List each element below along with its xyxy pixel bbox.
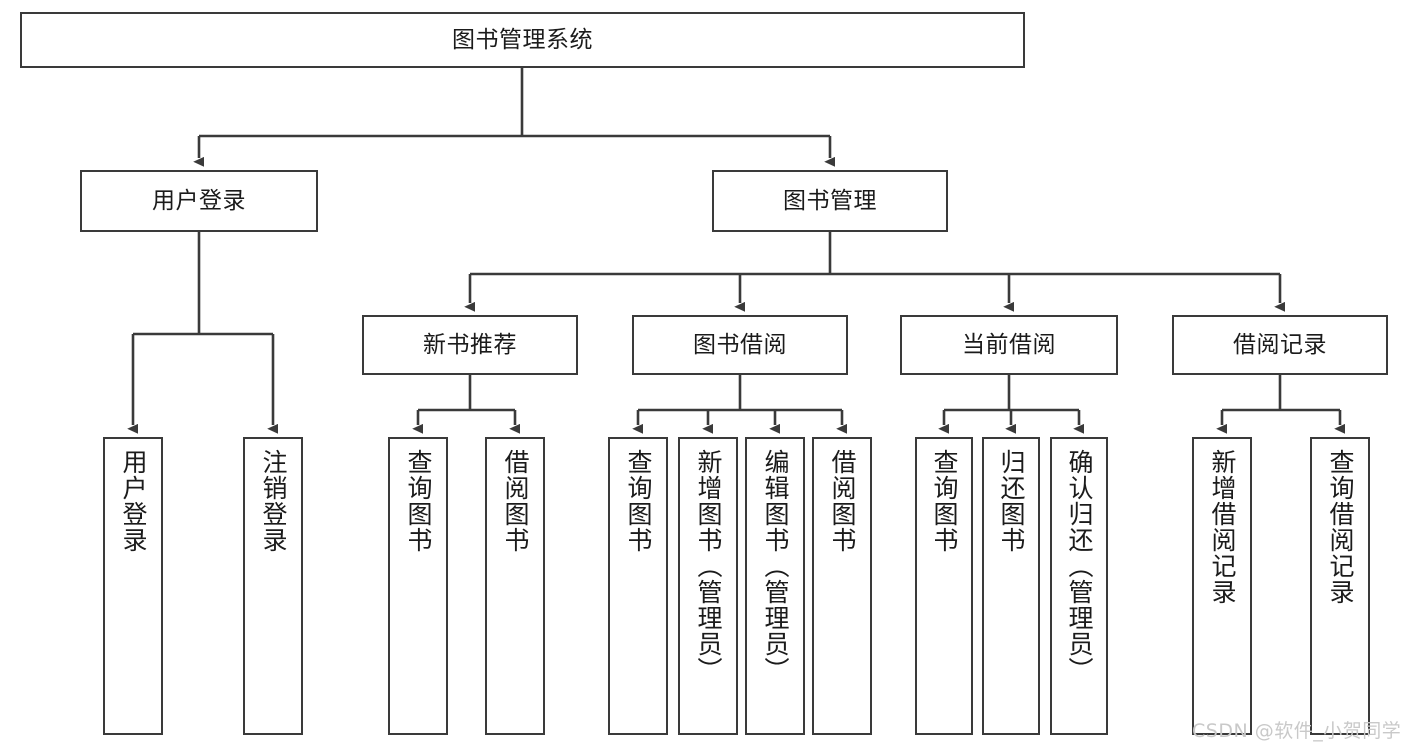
node-leaf-query-borrow-record[interactable]: 查询借阅记录 (1310, 437, 1370, 735)
node-root[interactable]: 图书管理系统 (20, 12, 1025, 68)
node-label-new-book-recommend: 新书推荐 (423, 331, 517, 358)
node-label-borrow-record: 借阅记录 (1233, 331, 1327, 358)
node-leaf-query-book-recommend[interactable]: 查询图书 (388, 437, 448, 735)
node-leaf-add-borrow-record[interactable]: 新增借阅记录 (1192, 437, 1252, 735)
node-label-leaf-edit-book-admin: 编辑图书（管理员） (761, 449, 790, 683)
node-book-borrow[interactable]: 图书借阅 (632, 315, 848, 375)
node-label-leaf-borrow-book: 借阅图书 (828, 449, 857, 553)
node-current-borrow[interactable]: 当前借阅 (900, 315, 1118, 375)
node-label-book-borrow: 图书借阅 (693, 331, 787, 358)
node-label-leaf-query-borrow-record: 查询借阅记录 (1326, 449, 1355, 605)
node-new-book-recommend[interactable]: 新书推荐 (362, 315, 578, 375)
node-leaf-add-book-admin[interactable]: 新增图书（管理员） (678, 437, 738, 735)
node-leaf-return-book[interactable]: 归还图书 (982, 437, 1040, 735)
node-leaf-query-book-borrow[interactable]: 查询图书 (608, 437, 668, 735)
node-label-book-manage: 图书管理 (783, 187, 877, 214)
node-label-leaf-user-login: 用户登录 (119, 449, 148, 553)
node-label-leaf-query-book-current: 查询图书 (930, 449, 959, 553)
node-leaf-confirm-return-admin[interactable]: 确认归还（管理员） (1050, 437, 1108, 735)
node-label-leaf-add-book-admin: 新增图书（管理员） (694, 449, 723, 683)
node-label-leaf-query-book-recommend: 查询图书 (404, 449, 433, 553)
node-label-leaf-logout: 注销登录 (259, 449, 288, 553)
node-label-leaf-borrow-book-recommend: 借阅图书 (501, 449, 530, 553)
node-label-leaf-confirm-return-admin: 确认归还（管理员） (1065, 449, 1094, 683)
node-leaf-query-book-current[interactable]: 查询图书 (915, 437, 973, 735)
node-label-leaf-add-borrow-record: 新增借阅记录 (1208, 449, 1237, 605)
node-label-leaf-return-book: 归还图书 (997, 449, 1026, 553)
node-leaf-logout[interactable]: 注销登录 (243, 437, 303, 735)
node-book-manage[interactable]: 图书管理 (712, 170, 948, 232)
node-borrow-record[interactable]: 借阅记录 (1172, 315, 1388, 375)
node-leaf-edit-book-admin[interactable]: 编辑图书（管理员） (745, 437, 805, 735)
node-label-user-login: 用户登录 (152, 187, 246, 214)
node-label-leaf-query-book-borrow: 查询图书 (624, 449, 653, 553)
node-user-login[interactable]: 用户登录 (80, 170, 318, 232)
node-label-current-borrow: 当前借阅 (962, 331, 1056, 358)
csdn-watermark: CSDN @软件_小贺同学 (1192, 720, 1402, 742)
node-leaf-user-login[interactable]: 用户登录 (103, 437, 163, 735)
node-leaf-borrow-book[interactable]: 借阅图书 (812, 437, 872, 735)
node-leaf-borrow-book-recommend[interactable]: 借阅图书 (485, 437, 545, 735)
node-label-root: 图书管理系统 (452, 26, 593, 53)
